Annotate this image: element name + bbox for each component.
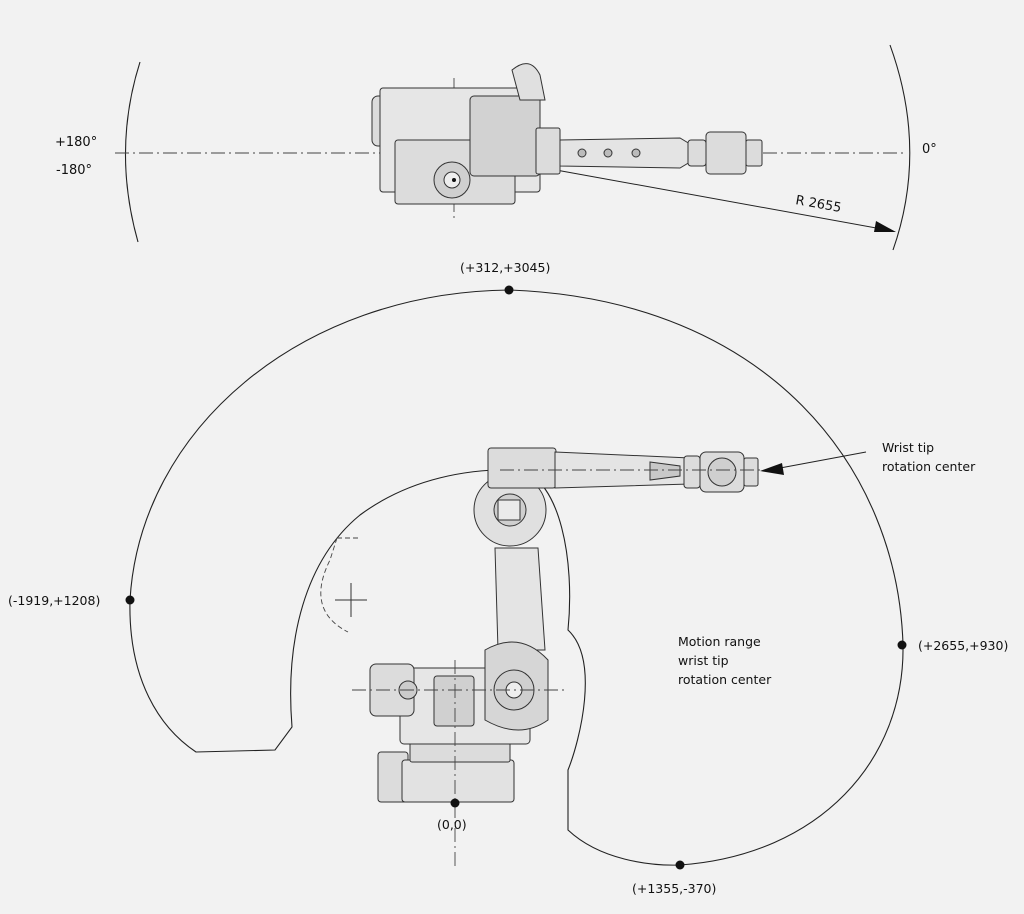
wrist-callout-line2: rotation center (882, 459, 976, 474)
point-top-marker (504, 285, 514, 295)
top-right-boundary-arc (889, 44, 911, 251)
envelope-inner-notch (320, 537, 358, 633)
radius-label: R 2655 (794, 193, 842, 216)
point-origin-marker (450, 798, 460, 808)
angle-minus-180-label: -180° (56, 163, 92, 178)
angle-plus-180-label: +180° (55, 135, 97, 150)
side-view: Wrist tip rotation center Motion range w… (8, 260, 1008, 896)
range-label-line2: wrist tip (678, 653, 729, 668)
point-right-marker (897, 640, 907, 650)
point-bottom-label: (+1355,-370) (632, 881, 716, 896)
robot-side-view (369, 447, 759, 803)
point-left-label: (-1919,+1208) (8, 593, 100, 608)
wrist-callout-line1: Wrist tip (882, 440, 934, 455)
point-origin-label: (0,0) (437, 817, 467, 832)
top-center-crosshair (452, 178, 456, 182)
top-left-boundary-arc (124, 61, 141, 243)
robot-top-view (371, 63, 763, 205)
range-label-line3: rotation center (678, 672, 772, 687)
wrist-callout-arrowhead (760, 463, 784, 475)
point-bottom-marker (675, 860, 685, 870)
point-left-marker (125, 595, 135, 605)
point-top-label: (+312,+3045) (460, 260, 550, 275)
motion-range-envelope (129, 289, 904, 866)
angle-zero-label: 0° (922, 142, 937, 157)
range-label-line1: Motion range (678, 634, 761, 649)
point-right-label: (+2655,+930) (918, 638, 1008, 653)
radius-line (544, 167, 894, 232)
radius-arrowhead (874, 221, 896, 232)
top-view: +180° -180° 0° R 2655 (55, 44, 937, 251)
